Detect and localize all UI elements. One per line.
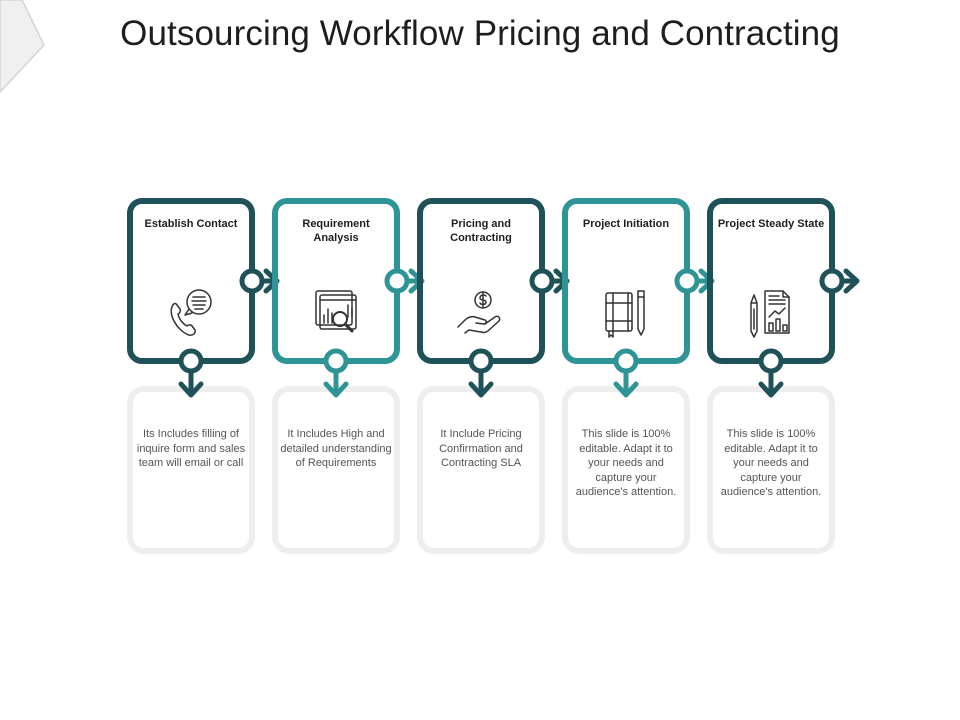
step-description-5: This slide is 100% editable. Adapt it to… <box>720 428 822 498</box>
step-title-2: Requirement Analysis <box>302 218 370 244</box>
notebook-pencil-icon <box>605 290 645 338</box>
pencil-report-icon <box>750 290 790 338</box>
step-title-5: Project Steady State <box>717 218 825 230</box>
step-description-3: It Include Pricing Confirmation and Cont… <box>439 428 523 469</box>
down-arrow-head-4 <box>613 381 639 398</box>
right-connector-5 <box>819 268 845 294</box>
step-title-1: Establish Contact <box>144 218 238 230</box>
right-connector-2 <box>384 268 410 294</box>
right-connector-3 <box>529 268 555 294</box>
down-arrow-head-3 <box>468 381 494 398</box>
corner-decoration <box>0 0 45 94</box>
down-connector-4 <box>613 348 639 374</box>
down-connector-2 <box>323 348 349 374</box>
step-title-4: Project Initiation <box>582 218 670 230</box>
right-arrow-head-5 <box>843 268 860 294</box>
step-description-1: Its Includes filling of inquire form and… <box>136 428 246 469</box>
down-connector-3 <box>468 348 494 374</box>
hand-dollar-icon <box>457 291 501 334</box>
phone-chat-icon <box>170 289 212 336</box>
down-arrow-head-2 <box>323 381 349 398</box>
right-connector-4 <box>674 268 700 294</box>
down-arrow-head-5 <box>758 381 784 398</box>
down-connector-5 <box>758 348 784 374</box>
step-description-4: This slide is 100% editable. Adapt it to… <box>575 428 677 498</box>
step-description-2: It Includes High and detailed understand… <box>280 428 392 469</box>
step-title-3: Pricing and Contracting <box>450 218 512 244</box>
down-arrow-head-1 <box>178 381 204 398</box>
analysis-magnifier-icon <box>315 290 357 333</box>
down-connector-1 <box>178 348 204 374</box>
right-connector-1 <box>239 268 265 294</box>
page-title: Outsourcing Workflow Pricing and Contrac… <box>120 14 840 53</box>
